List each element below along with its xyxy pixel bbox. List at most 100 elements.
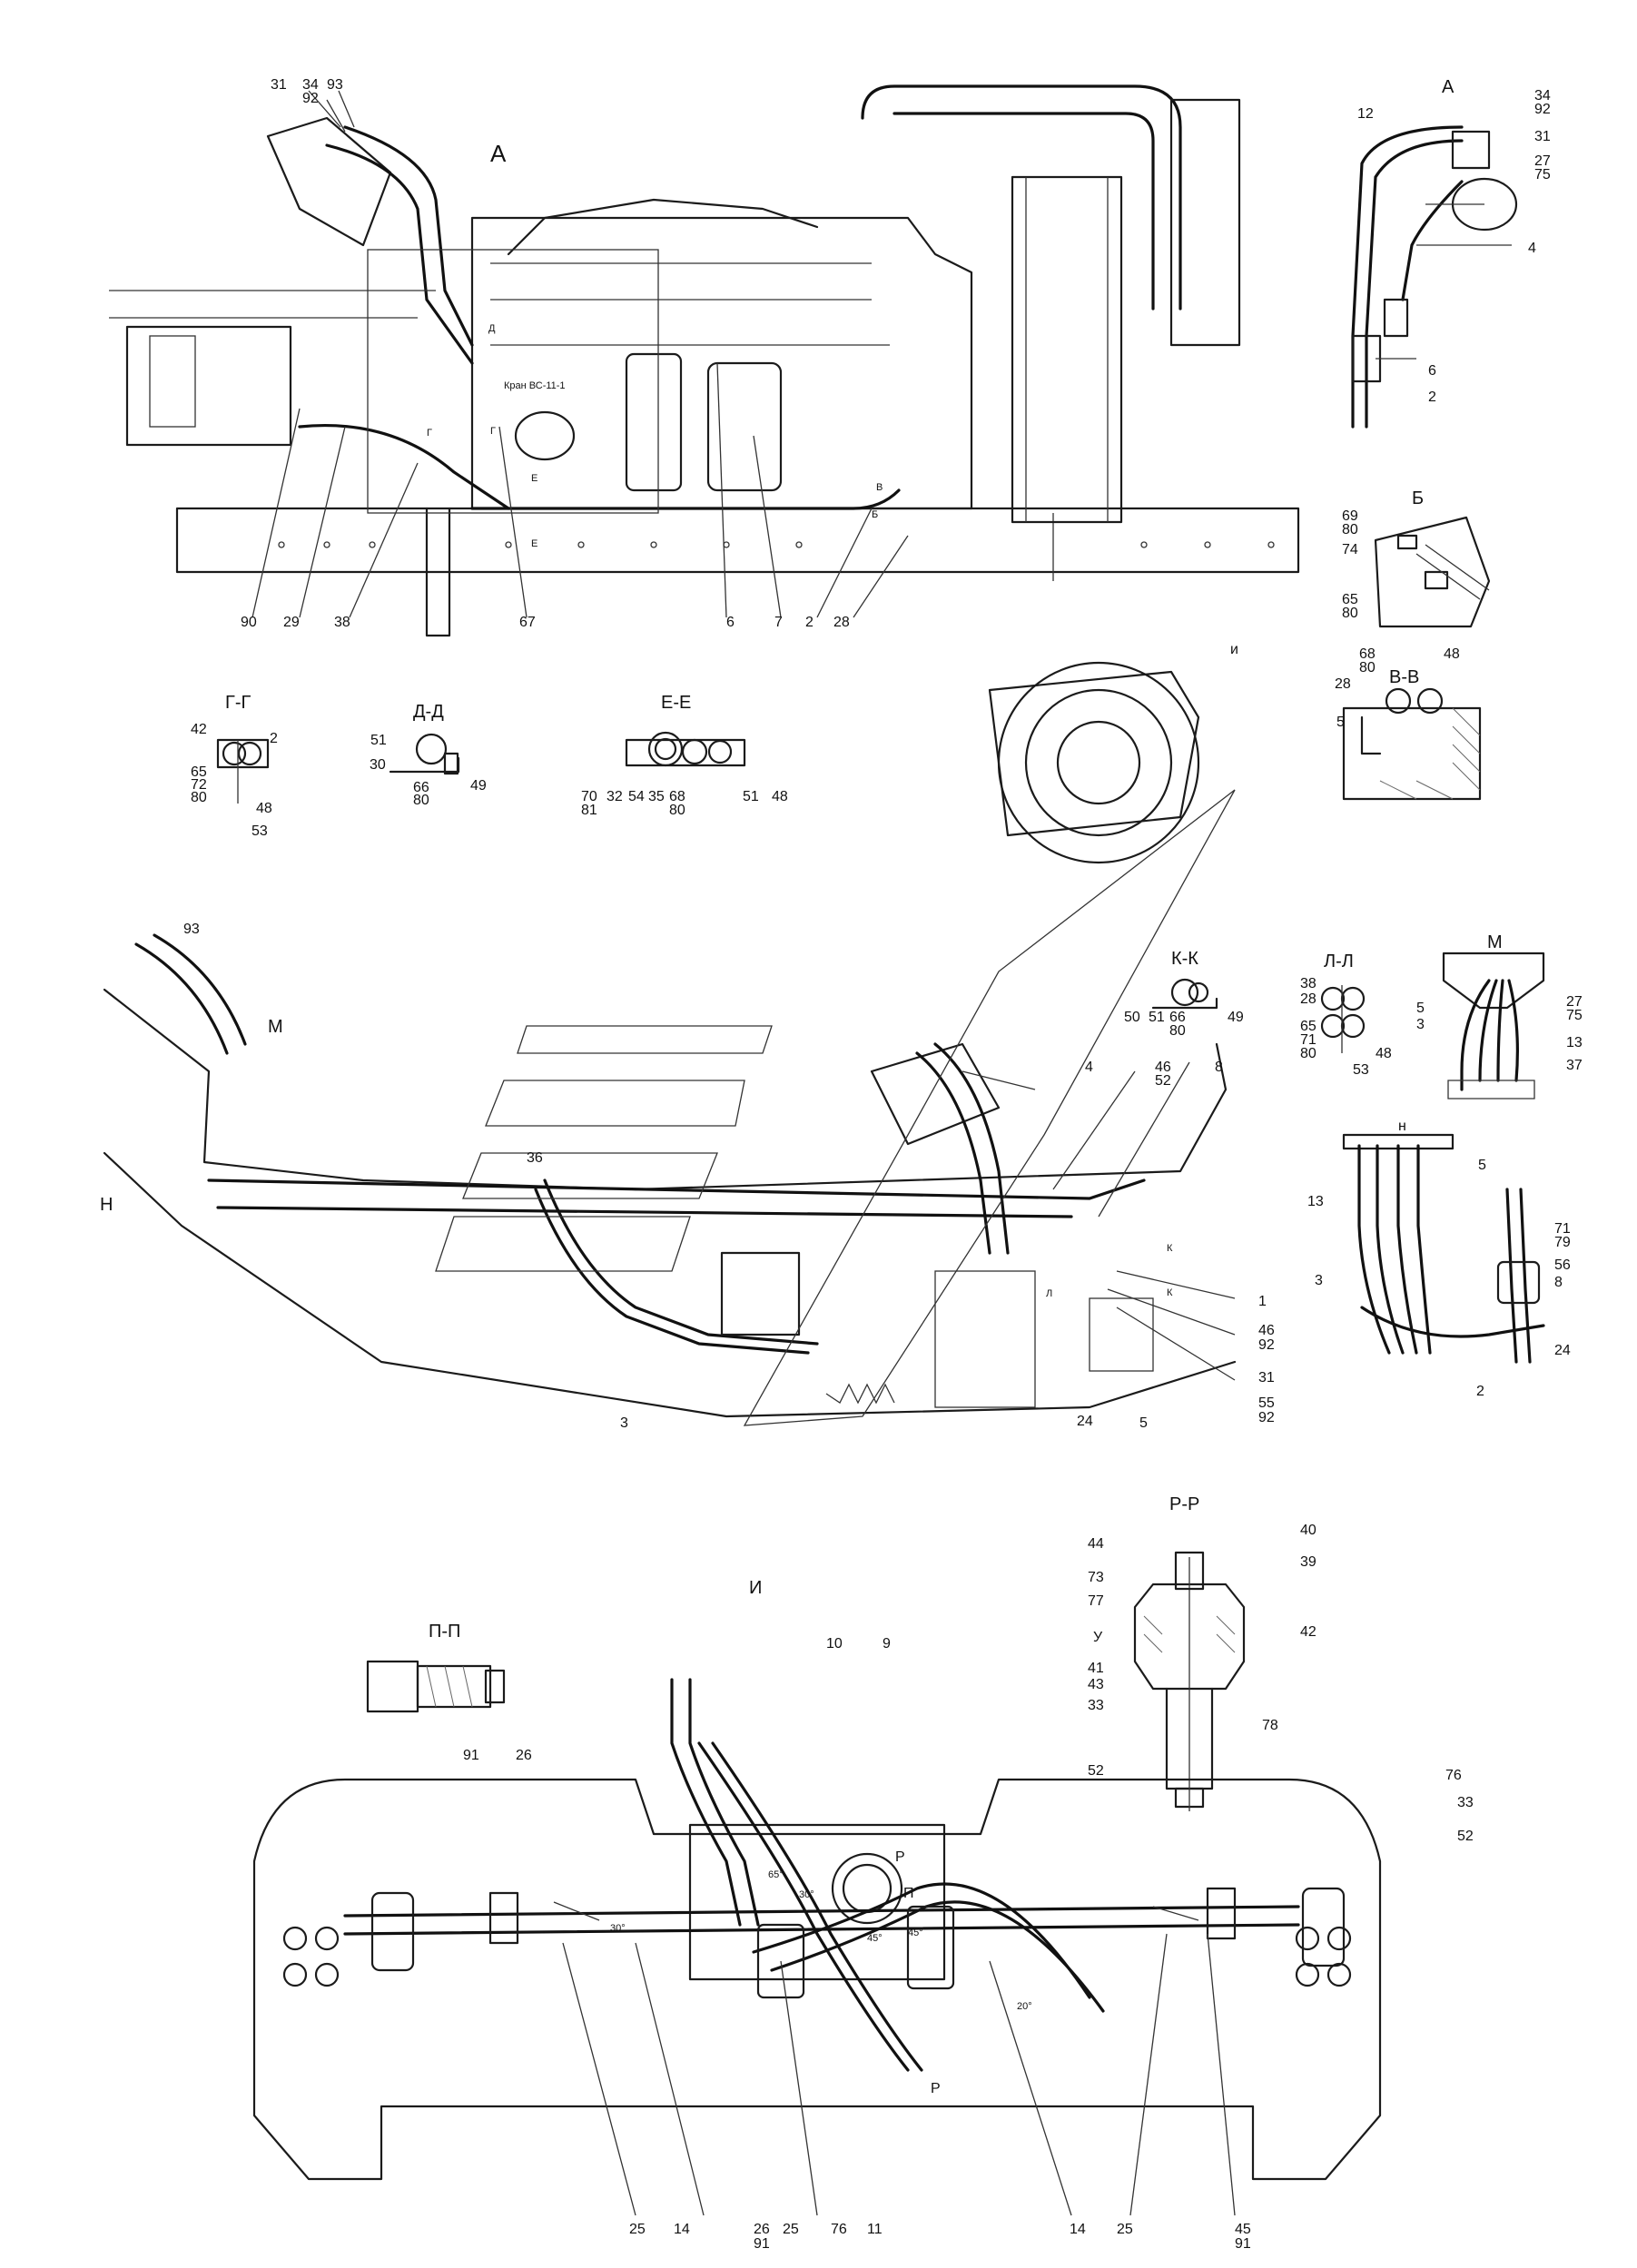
callout: 73 xyxy=(1088,1570,1104,1585)
callout: 3 xyxy=(620,1415,628,1431)
callout: 76 xyxy=(831,2222,847,2237)
callout: 81 xyxy=(581,803,597,818)
callout: 44 xyxy=(1088,1536,1104,1552)
callout: 43 xyxy=(1088,1677,1104,1692)
callout: 29 xyxy=(283,615,300,630)
callout: 3 xyxy=(1315,1273,1323,1288)
callout: 92 xyxy=(1534,102,1551,117)
view-title-a: А xyxy=(490,140,507,167)
callout: 67 xyxy=(519,615,536,630)
detail-title-b: Б xyxy=(1412,488,1424,508)
callout: 14 xyxy=(674,2222,690,2237)
angle-label: 45° xyxy=(867,1933,883,1944)
callout: 65 xyxy=(1300,1019,1317,1034)
callout: 28 xyxy=(1335,676,1351,692)
callout: 11 xyxy=(867,2222,883,2237)
callout: 56 xyxy=(1554,1257,1571,1273)
callout: 51 xyxy=(370,733,387,748)
callout: 41 xyxy=(1088,1661,1104,1676)
callout: 80 xyxy=(1342,522,1358,537)
callout: 10 xyxy=(826,1636,843,1652)
callout: 52 xyxy=(1155,1073,1171,1089)
section-mark: Г xyxy=(427,428,432,439)
callout: 46 xyxy=(1155,1060,1171,1075)
valve-label: Кран ВС-11-1 xyxy=(504,380,566,391)
callout: 7 xyxy=(774,615,783,630)
callout: 26 xyxy=(754,2222,770,2237)
callout: 52 xyxy=(1088,1763,1104,1779)
callout: 74 xyxy=(1342,542,1358,557)
callout: 2 xyxy=(270,731,278,746)
section-mark: П xyxy=(903,1886,914,1901)
callout: 92 xyxy=(1258,1410,1275,1425)
section-title-r: Р-Р xyxy=(1169,1494,1199,1514)
callout: 77 xyxy=(1088,1593,1104,1609)
callout: 68 xyxy=(1359,646,1376,662)
section-mark: Л xyxy=(1046,1288,1052,1299)
callout: 2 xyxy=(1428,390,1436,405)
section-r xyxy=(1133,1551,1246,1811)
callout: 40 xyxy=(1300,1523,1317,1538)
leader-lines xyxy=(251,90,1512,2216)
callout: 80 xyxy=(1359,660,1376,675)
callout: 72 xyxy=(191,777,207,793)
section-p xyxy=(366,1660,506,1713)
view-title-i: И xyxy=(749,1578,762,1598)
callout: 13 xyxy=(1307,1194,1324,1209)
callout: 27 xyxy=(1566,994,1583,1010)
callout: 12 xyxy=(1357,106,1374,122)
angle-label: 45° xyxy=(908,1928,923,1938)
callout: 31 xyxy=(1534,129,1551,144)
callout: 27 xyxy=(1534,153,1551,169)
callout: 49 xyxy=(470,778,487,794)
callout: 24 xyxy=(1554,1343,1571,1358)
callout: 34 xyxy=(1534,88,1551,104)
callout: 66 xyxy=(1169,1010,1186,1025)
callout: 91 xyxy=(463,1748,479,1763)
section-title-v: В-В xyxy=(1389,667,1419,687)
section-g xyxy=(216,738,270,804)
angle-label: 65° xyxy=(768,1869,784,1880)
callout: 33 xyxy=(1457,1795,1474,1810)
callout: 14 xyxy=(1070,2222,1086,2237)
section-mark: К xyxy=(1167,1243,1173,1254)
section-mark: В xyxy=(876,482,883,493)
callout: 25 xyxy=(783,2222,799,2237)
callout: 65 xyxy=(1342,592,1358,607)
callout: 71 xyxy=(1554,1221,1571,1237)
callout: 24 xyxy=(1077,1414,1093,1429)
callout: 52 xyxy=(1457,1829,1474,1844)
view-arrow-n: Н xyxy=(100,1195,113,1215)
chassis-side-view xyxy=(103,933,1237,1418)
callout: 80 xyxy=(1169,1023,1186,1039)
callout: 25 xyxy=(1117,2222,1133,2237)
callout: 54 xyxy=(628,789,645,804)
callout: 80 xyxy=(191,790,207,805)
callout: 39 xyxy=(1300,1554,1317,1570)
callout: 25 xyxy=(629,2222,646,2237)
callout: 48 xyxy=(772,789,788,804)
front-axle-view xyxy=(252,1678,1382,2181)
callout: 80 xyxy=(669,803,685,818)
detail-title-m: М xyxy=(1487,932,1503,952)
section-mark: Р xyxy=(895,1849,905,1865)
callout: 48 xyxy=(256,801,272,816)
callout: 8 xyxy=(1554,1275,1563,1290)
section-mark: Б xyxy=(872,509,878,520)
section-mark: Д xyxy=(488,323,496,334)
callout: 42 xyxy=(191,722,207,737)
callout: 5 xyxy=(1416,1001,1425,1016)
callout: 53 xyxy=(251,823,268,839)
callout: 3 xyxy=(1416,1017,1425,1032)
callout: 28 xyxy=(833,615,850,630)
callout: 2 xyxy=(1476,1384,1484,1399)
callout: 50 xyxy=(1124,1010,1140,1025)
callout: 5 xyxy=(1336,715,1345,730)
callout: 49 xyxy=(1228,1010,1244,1025)
section-mark: Е xyxy=(531,473,537,484)
callout: 30 xyxy=(370,757,386,773)
callout: 68 xyxy=(669,789,685,804)
callout: 80 xyxy=(1342,606,1358,621)
callout: 5 xyxy=(1139,1415,1148,1431)
callout: 76 xyxy=(1445,1768,1462,1783)
